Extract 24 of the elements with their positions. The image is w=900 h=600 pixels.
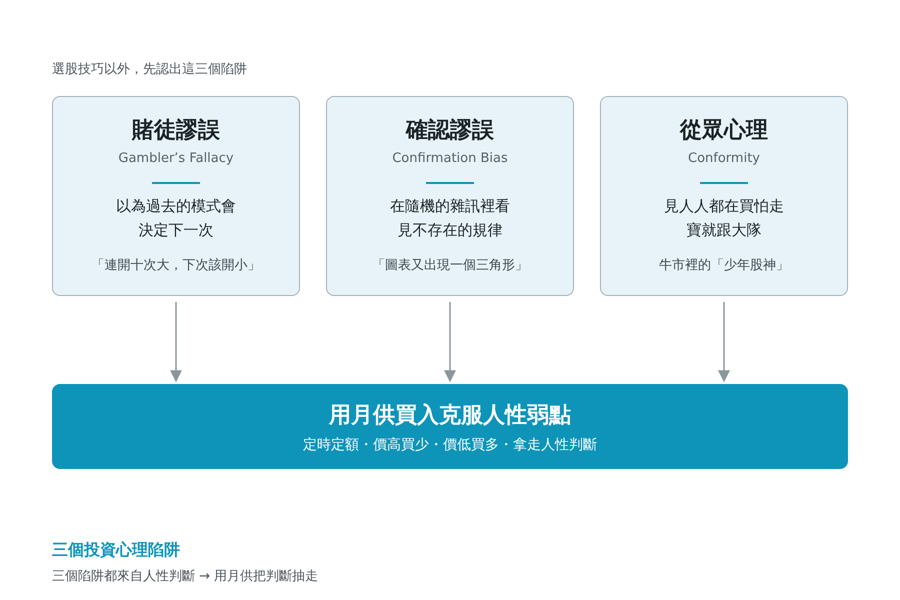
card-description: 在隨機的雜訊裡看見不存在的規律 [389, 196, 511, 241]
card-subtitle: Conformity [688, 151, 760, 166]
arrow [718, 302, 730, 382]
arrow [170, 302, 182, 382]
card-quote: 「連開十次大，下次該開小」 [92, 257, 260, 274]
banner-subtitle: 定時定額・價高買少・價低買多・拿走人性判斷 [303, 436, 597, 454]
card-title: 從眾心理 [680, 116, 768, 145]
card-quote: 牛市裡的「少年股神」 [659, 257, 789, 274]
trap-card [52, 96, 300, 296]
card-description: 見人人都在買怕走寶就跟大隊 [663, 196, 785, 241]
footer-text: 三個陷阱都來自人性判斷 → 用月供把判斷抽走 [52, 568, 318, 585]
card-subtitle: Confirmation Bias [392, 151, 508, 166]
card-title: 賭徒謬誤 [132, 117, 220, 145]
card-title: 確認謬誤 [406, 117, 494, 145]
banner-title: 用月供買入克服人性弱點 [329, 402, 571, 430]
footer-title: 三個投資心理陷阱 [52, 540, 180, 561]
trap-card [600, 96, 848, 296]
arrow [444, 302, 456, 382]
note-text: 選股技巧以外，先認出這三個陷阱 [52, 61, 247, 78]
card-subtitle: Gambler’s Fallacy [118, 151, 234, 166]
trap-card [326, 96, 574, 296]
card-quote: 「圖表又出現一個三角形」 [372, 257, 528, 274]
banner-box [52, 384, 848, 469]
card-description: 以為過去的模式會決定下一次 [115, 196, 237, 241]
